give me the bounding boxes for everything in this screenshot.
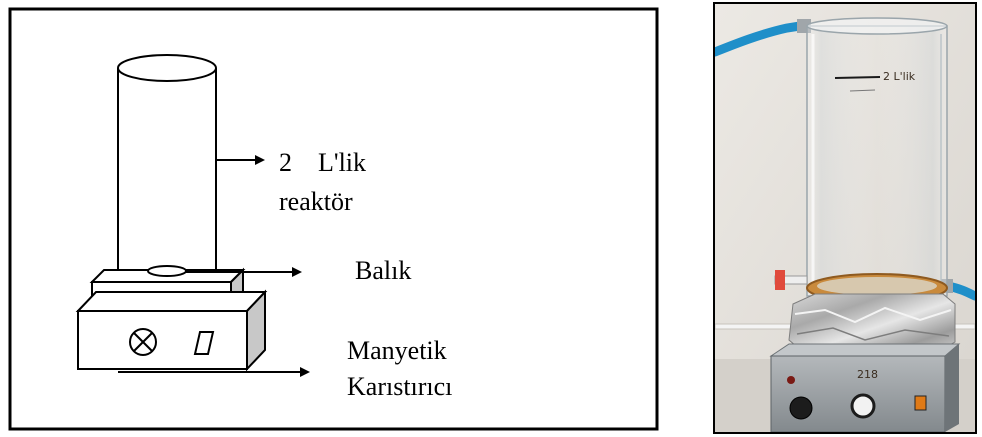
- top-hose: [715, 21, 805, 57]
- volume-mark-text: 2 L'lik: [883, 70, 916, 83]
- reactor-cylinder: [117, 54, 217, 272]
- foil-wrap: [788, 293, 956, 353]
- reactor-photo-drawing: 2 L'lik 218: [715, 4, 975, 432]
- stirrer-id-label: 218: [857, 368, 878, 381]
- power-switch-icon: [914, 395, 927, 411]
- glass-reactor: [806, 17, 948, 297]
- volume-mark-line-faint: [849, 89, 876, 92]
- temperature-knob-icon: [789, 396, 813, 420]
- reactor-label-line2: reaktör: [279, 187, 353, 216]
- reactor-bottom: [817, 277, 937, 295]
- stirring-fish: [147, 265, 187, 277]
- indicator-lamp-icon: [787, 376, 795, 384]
- reactor-label-line1: 2 L'lik: [279, 148, 366, 177]
- stirrer-display-icon: [193, 331, 215, 355]
- stirrer-knob-icon: [129, 328, 157, 356]
- stirrer-label-line2: Karıstırıcı: [347, 372, 452, 401]
- stirrer-label-line1: Manyetik: [347, 336, 447, 365]
- port-valve: [775, 270, 785, 290]
- fish-label: Balık: [355, 256, 411, 285]
- reactor-photo: 2 L'lik 218: [713, 2, 977, 434]
- volume-mark-line: [834, 76, 881, 79]
- magnetic-stirrer-box: [75, 289, 268, 372]
- speed-knob-icon: [850, 393, 876, 419]
